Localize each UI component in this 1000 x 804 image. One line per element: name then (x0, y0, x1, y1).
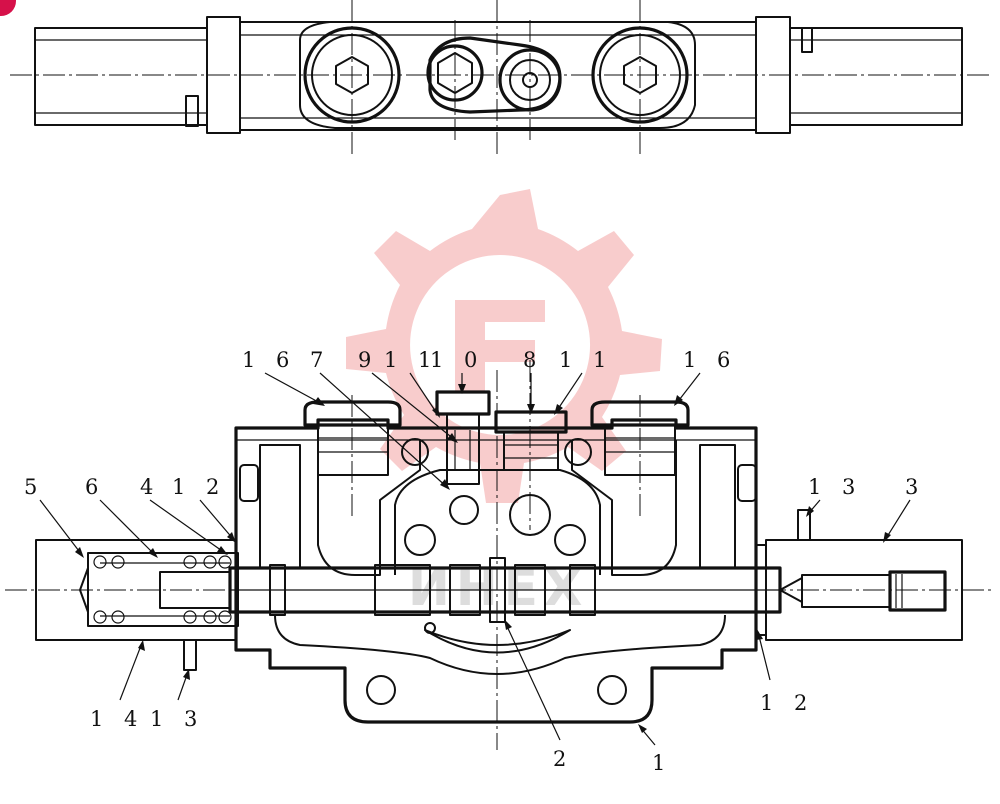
callout-9: 9 (358, 348, 378, 372)
control-valve-top-view (10, 0, 990, 155)
callout-16-right: 1 6 (683, 348, 737, 372)
control-valve-sectional-view (5, 360, 995, 750)
callout-11-right: 1 1 (559, 348, 613, 372)
callout-13-right: 1 3 (808, 475, 862, 499)
callout-10: 1 0 (430, 348, 484, 372)
callout-16-left: 1 6 (242, 348, 296, 372)
callout-2: 2 (553, 747, 573, 771)
spring-coils (93, 555, 232, 624)
callout-8: 8 (523, 348, 543, 372)
callout-3: 3 (905, 475, 925, 499)
callout-12-top: 1 2 (172, 475, 226, 499)
callout-1: 1 (652, 751, 672, 775)
callout-leaders (39, 372, 911, 746)
callout-13-left: 1 3 (150, 707, 204, 731)
callout-labels: 1 6 7 9 1 1 1 0 8 1 1 1 6 5 6 4 1 2 1 3 … (24, 348, 925, 775)
callout-12-bottom: 1 2 (760, 691, 814, 715)
callout-11-left: 1 1 (384, 348, 438, 372)
watermark-gear-logo (346, 189, 662, 503)
callout-5: 5 (24, 475, 44, 499)
callout-4: 4 (140, 475, 160, 499)
callout-6: 6 (85, 475, 105, 499)
callout-14: 1 4 (90, 707, 144, 731)
callout-7: 7 (310, 348, 330, 372)
